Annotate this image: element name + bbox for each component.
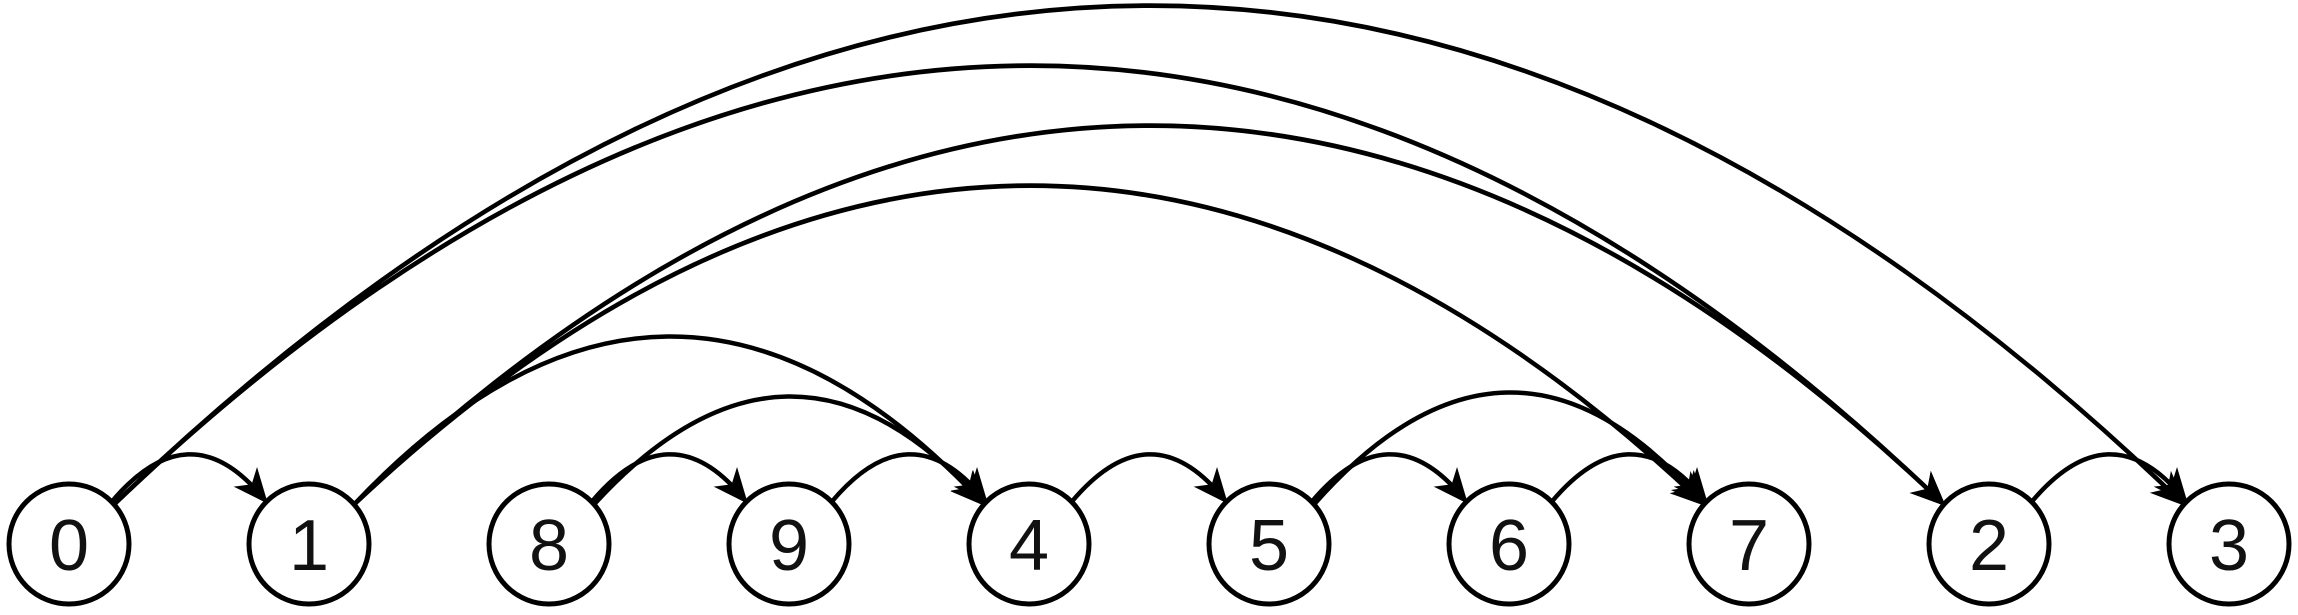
node-label: 4 [1009, 506, 1049, 586]
node-8: 8 [486, 481, 612, 607]
node-circle [1686, 481, 1812, 607]
edge-line [109, 452, 263, 504]
node-label: 6 [1489, 506, 1529, 586]
edge-line [352, 123, 1940, 507]
edge-1-2 [352, 123, 1946, 507]
node-label: 7 [1729, 506, 1769, 586]
node-circle [966, 481, 1092, 607]
node-5: 5 [1206, 481, 1332, 607]
node-label: 0 [49, 506, 89, 586]
node-circle [486, 481, 612, 607]
node-4: 4 [966, 481, 1092, 607]
edge-line [1312, 390, 1701, 506]
node-circle [6, 481, 132, 607]
edge-5-6 [1309, 452, 1468, 504]
edge-line [352, 183, 1700, 507]
edge-0-1 [109, 452, 268, 504]
node-2: 2 [1926, 481, 2052, 607]
node-circle [1206, 481, 1332, 607]
node-0: 0 [6, 481, 132, 607]
edge-line [1549, 452, 1703, 504]
edge-line [592, 394, 981, 506]
arrowhead-icon [1673, 467, 1708, 504]
edge-line [112, 3, 2180, 507]
node-circle [2166, 481, 2292, 607]
edge-line [829, 452, 983, 504]
arrowhead-icon [233, 467, 268, 504]
edge-1-7 [352, 183, 1706, 507]
edge-line [589, 452, 743, 504]
arrowhead-icon [1433, 467, 1468, 504]
node-1: 1 [246, 481, 372, 607]
edge-line [1069, 452, 1223, 504]
edge-line [1309, 452, 1463, 504]
node-6: 6 [1446, 481, 1572, 607]
edge-2-3 [2029, 452, 2188, 504]
node-circle [246, 481, 372, 607]
node-3: 3 [2166, 481, 2292, 607]
arrowhead-icon [713, 467, 748, 504]
node-circle [1446, 481, 1572, 607]
arrowhead-icon [2153, 467, 2188, 504]
edge-line [112, 63, 1940, 507]
node-9: 9 [726, 481, 852, 607]
arrowhead-icon [1909, 470, 1946, 507]
node-label: 5 [1249, 506, 1289, 586]
node-label: 8 [529, 506, 569, 586]
node-label: 2 [1969, 506, 2009, 586]
edge-4-5 [1069, 452, 1228, 504]
node-circle [1926, 481, 2052, 607]
arrowhead-icon [1193, 467, 1228, 504]
edge-6-7 [1549, 452, 1708, 504]
edges-layer [109, 3, 2188, 507]
edge-9-4 [829, 452, 988, 504]
nodes-layer: 0 1 8 9 4 5 6 7 2 3 [6, 481, 2292, 607]
node-circle [726, 481, 852, 607]
edge-8-9 [589, 452, 748, 504]
edge-line [2029, 452, 2183, 504]
arrowhead-icon [953, 467, 988, 504]
node-label: 3 [2209, 506, 2249, 586]
node-7: 7 [1686, 481, 1812, 607]
node-label: 9 [769, 506, 809, 586]
node-label: 1 [289, 506, 329, 586]
